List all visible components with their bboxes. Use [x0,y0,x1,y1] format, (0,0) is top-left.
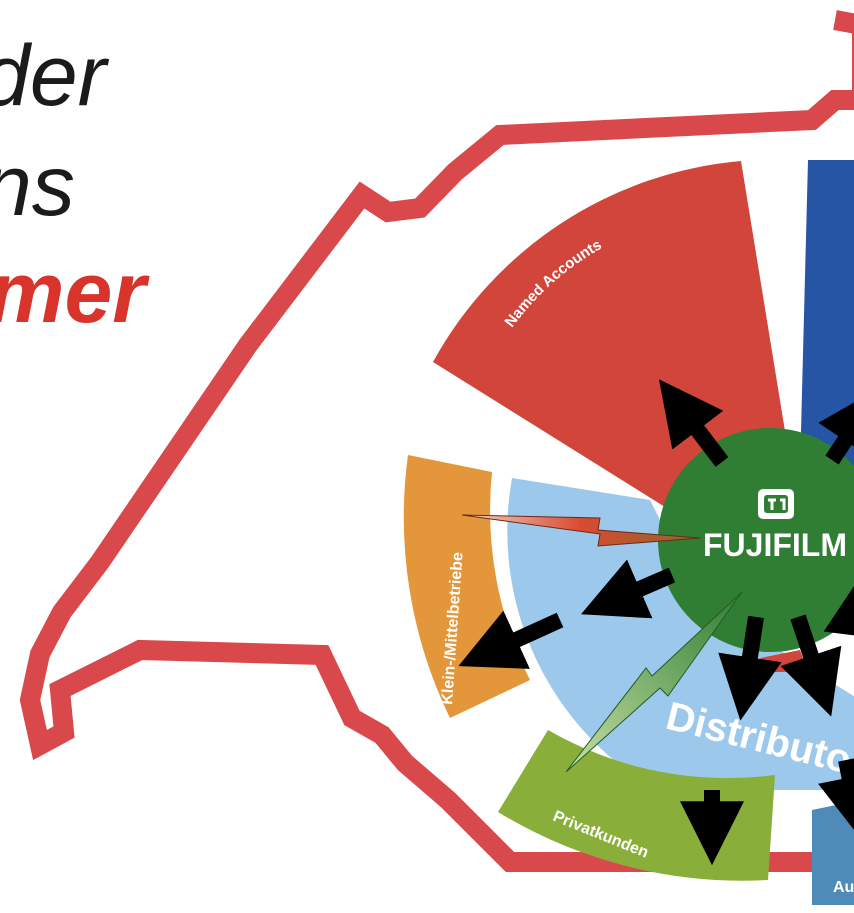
arrow-distributor-left [580,559,676,619]
arrow-right-edge [823,578,854,641]
fujifilm-wordmark: FUJIFILM [703,527,847,563]
arrow-named-accounts [658,379,729,467]
arrow-lower-right [818,758,854,841]
arrow-down-left [718,615,782,721]
fujifilm-center-circle [658,428,854,652]
arrow-down-right [780,614,842,717]
headline-line-1: der [0,28,110,124]
headline-line-3: mer [0,245,150,341]
headline-line-2: ns [0,138,75,234]
arrow-klein-mittelbetriebe [458,610,564,669]
arrow-blue-segment [818,387,854,465]
green-arrow [565,591,743,773]
country-outline [19,10,854,872]
red-arrow [461,514,701,547]
partial-segment-label: Au [833,879,854,896]
fuji-logo-icon [758,489,794,519]
